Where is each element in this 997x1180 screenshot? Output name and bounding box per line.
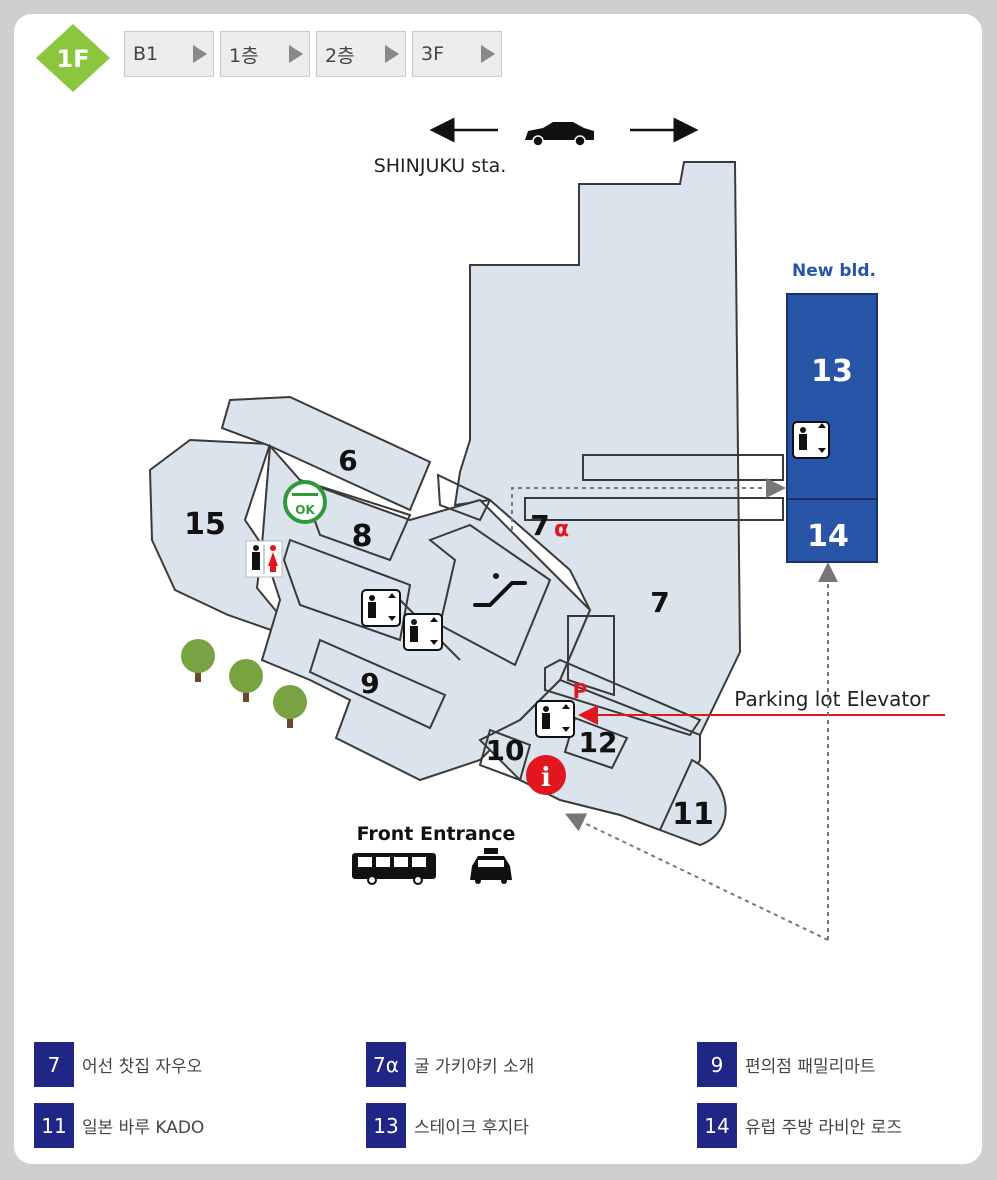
legend-store-name: 굴 가키야키 소개 [414, 1057, 535, 1077]
legend-number: 7α [366, 1042, 406, 1087]
tree-icon [229, 659, 263, 702]
car-icon [525, 122, 594, 147]
store-number-7a-suffix: α [554, 517, 569, 542]
legend-item[interactable]: 14 유럽 주방 라비안 로즈 [697, 1103, 902, 1148]
play-arrow-icon [385, 45, 399, 63]
floor-tab-1f[interactable]: 1층 [220, 31, 310, 77]
legend-store-name: 유럽 주방 라비안 로즈 [745, 1118, 902, 1138]
floor-badge: 1F [36, 24, 110, 92]
tree-icon [273, 685, 307, 728]
store-number-7a: 7 [530, 509, 549, 542]
floor-tab-label: B1 [133, 43, 159, 65]
floor-tab-2f[interactable]: 2층 [316, 31, 406, 77]
store-legend: 7 어선 찻집 자우오 7α 굴 가키야키 소개 9 편의점 패밀리마트 11 … [34, 1042, 964, 1152]
store-number-12: 12 [579, 726, 618, 759]
legend-store-name: 스테이크 후지타 [414, 1118, 529, 1138]
legend-store-name: 일본 바루 KADO [82, 1118, 205, 1138]
floor-tab-label: 1층 [229, 44, 259, 67]
info-icon: i [526, 755, 566, 795]
store-number-6: 6 [338, 444, 357, 477]
legend-number: 7 [34, 1042, 74, 1087]
new-building [786, 293, 878, 563]
bus-icon [352, 853, 436, 885]
legend-item[interactable]: 7α 굴 가키야키 소개 [366, 1042, 534, 1087]
elevator-icon [403, 613, 443, 651]
store-number-7: 7 [650, 586, 669, 619]
tree-icon [181, 639, 215, 682]
store-number-11: 11 [672, 797, 714, 832]
floor-tab-b1[interactable]: B1 [124, 31, 214, 77]
legend-item[interactable]: 7 어선 찻집 자우오 [34, 1042, 202, 1087]
smoking-ok-icon: OK [283, 480, 327, 524]
legend-number: 14 [697, 1103, 737, 1148]
legend-number: 9 [697, 1042, 737, 1087]
floor-tab-3f[interactable]: 3F [412, 31, 502, 77]
info-icon-label: i [541, 763, 551, 793]
route-lines [511, 478, 838, 941]
taxi-icon [470, 848, 512, 884]
direction-indicator [429, 117, 699, 147]
elevator-icon [361, 589, 401, 627]
floor-tab-label: 3F [421, 43, 445, 65]
store-number-13: 13 [811, 354, 853, 389]
store-number-14: 14 [807, 519, 849, 554]
store-number-8: 8 [352, 519, 373, 554]
main-building [148, 161, 742, 847]
shinjuku-station-label: SHINJUKU sta. [374, 155, 507, 177]
store-number-9: 9 [360, 667, 379, 700]
store-number-10: 10 [486, 734, 525, 767]
parking-lot-elevator-label: Parking lot Elevator [734, 687, 930, 711]
floor-tabs: B1 1층 2층 3F [124, 31, 502, 77]
legend-item[interactable]: 13 스테이크 후지타 [366, 1103, 529, 1148]
smoking-ok-label: OK [295, 503, 315, 517]
restroom-icon [245, 540, 283, 578]
parking-elevator-icon [535, 700, 575, 738]
legend-item[interactable]: 11 일본 바루 KADO [34, 1103, 204, 1148]
store-number-15: 15 [184, 507, 226, 542]
new-bld-label: New bld. [792, 261, 876, 281]
parking-mark: P [573, 679, 588, 703]
play-arrow-icon [481, 45, 495, 63]
legend-store-name: 어선 찻집 자우오 [82, 1057, 203, 1077]
play-arrow-icon [193, 45, 207, 63]
legend-store-name: 편의점 패밀리마트 [745, 1057, 876, 1077]
legend-item[interactable]: 9 편의점 패밀리마트 [697, 1042, 876, 1087]
legend-number: 11 [34, 1103, 74, 1148]
front-entrance-label: Front Entrance [357, 823, 516, 845]
floor-tab-label: 2층 [325, 44, 355, 67]
elevator-icon [792, 421, 830, 459]
escalator-icon [473, 573, 527, 607]
floor-plan-map: SHINJUKU sta. New bld. 6 [148, 117, 945, 941]
floor-badge-label: 1F [56, 45, 89, 73]
play-arrow-icon [289, 45, 303, 63]
legend-number: 13 [366, 1103, 406, 1148]
